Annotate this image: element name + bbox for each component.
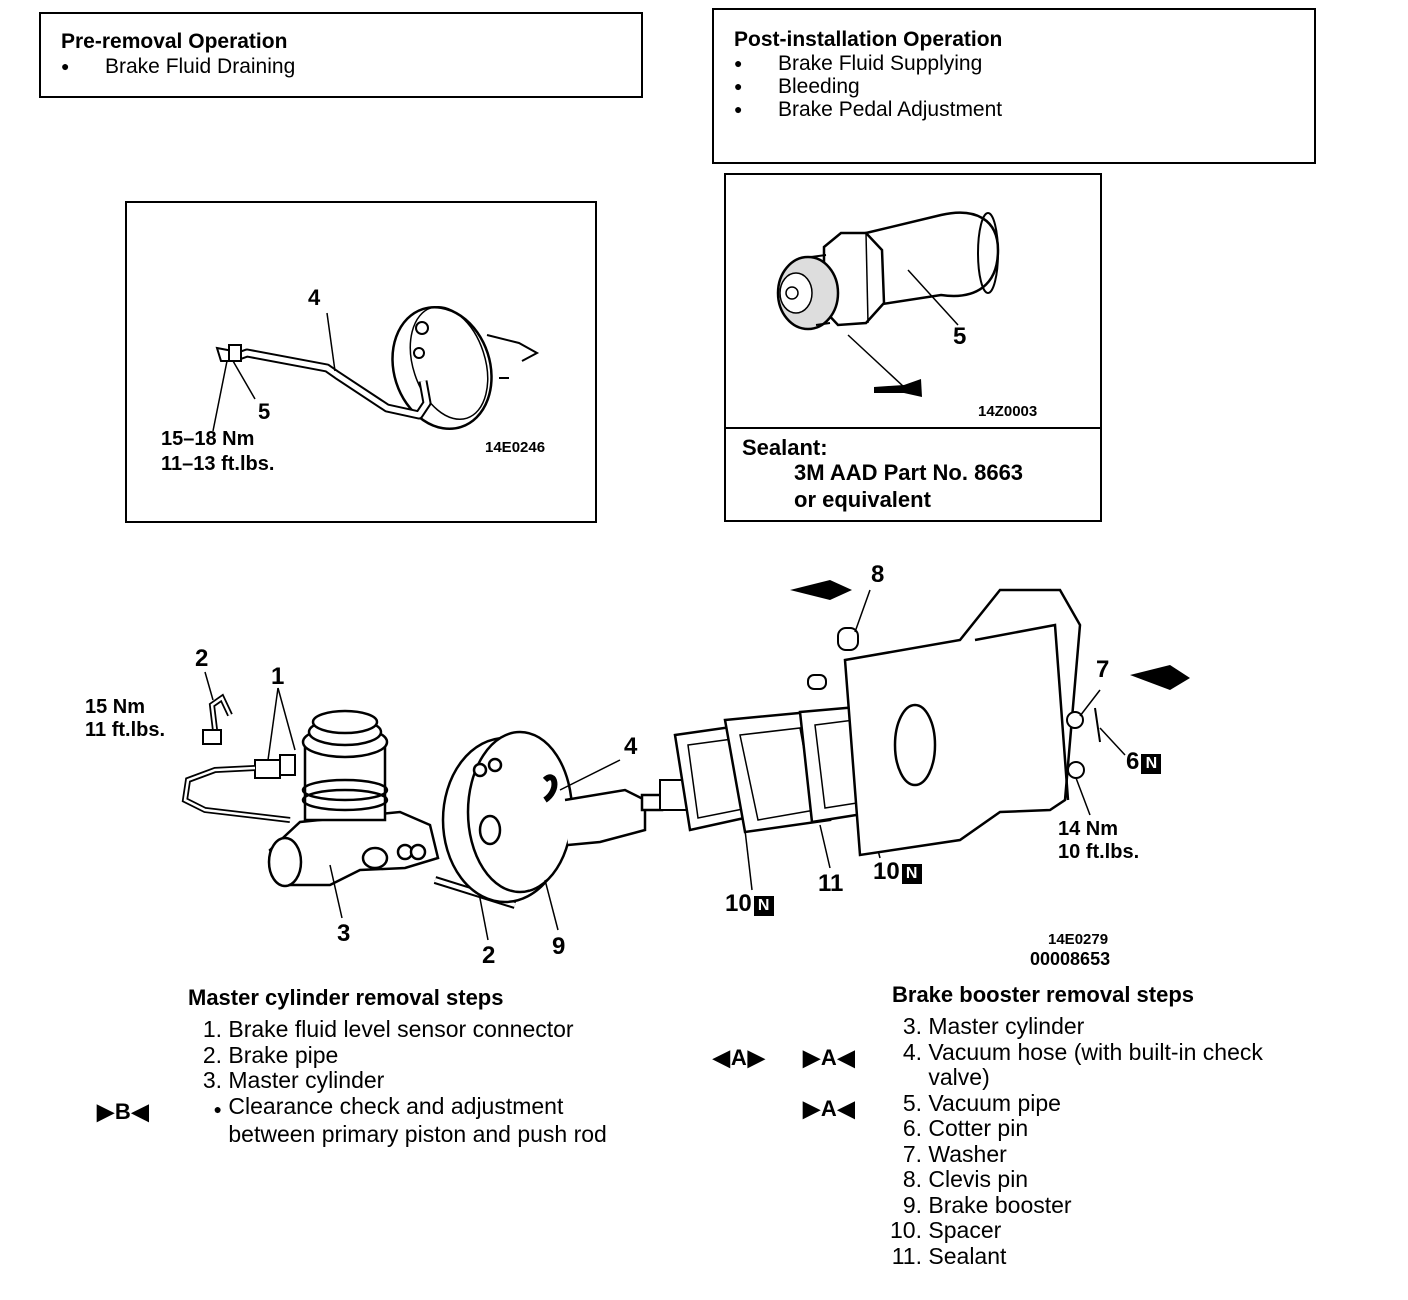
label-9: 9 <box>552 933 566 960</box>
step-row: 3. Master cylinder <box>202 1067 385 1093</box>
post-installation-item: Brake Pedal Adjustment <box>734 98 1002 121</box>
grease-icon <box>790 580 852 600</box>
install-mark-b: ▶B◀ <box>97 1099 150 1124</box>
step-row: 6. Cotter pin <box>902 1115 1029 1141</box>
figure-code-2: 00008653 <box>1030 949 1111 969</box>
new-part-mark: N <box>753 896 774 916</box>
part-label-4: 4 <box>308 285 321 310</box>
master-cylinder-steps: Master cylinder removal steps 1. Brake f… <box>188 985 607 1148</box>
torque-nm: 15–18 Nm <box>161 428 255 450</box>
part-label-5: 5 <box>258 399 271 424</box>
label-2: 2 <box>482 942 496 969</box>
label-3: 3 <box>337 920 351 947</box>
torque-right-ftlbs: 10 ft.lbs. <box>1058 841 1140 863</box>
pedal-bracket <box>843 588 1082 857</box>
step-row: 8. Clevis pin <box>902 1166 1029 1192</box>
step-row: 4. Vacuum hose (with built-in check <box>902 1038 1263 1065</box>
booster-steps-title: Brake booster removal steps <box>892 982 1195 1007</box>
part-label-5: 5 <box>953 323 967 350</box>
sealant-line1: 3M AAD Part No. 8663 <box>794 460 1024 485</box>
torque-right-nm: 14 Nm <box>1058 818 1119 840</box>
figure-code: 14Z0003 <box>978 403 1038 420</box>
pre-removal-item: Brake Fluid Draining <box>61 55 295 78</box>
step-row: valve) <box>928 1064 990 1090</box>
step-row: 3. Master cylinder <box>902 1013 1085 1039</box>
torque-left-nm: 15 Nm <box>85 696 146 718</box>
step-row: 1. Brake fluid level sensor connector <box>202 1016 574 1042</box>
grease-icon <box>1130 665 1190 690</box>
post-installation-title: Post-installation Operation <box>734 28 1003 51</box>
booster-outline <box>391 305 493 431</box>
brake-booster <box>441 730 664 904</box>
figure-code: 14E0279 <box>1048 931 1109 948</box>
step-row: 2. Brake pipe <box>202 1041 339 1068</box>
label-2: 2 <box>195 645 209 672</box>
install-mark-a: ▶A◀ <box>803 1096 856 1121</box>
step-row: 10. Spacer <box>890 1217 1002 1243</box>
removal-mark-a: ◀A▶ <box>713 1045 766 1070</box>
vacuum-pipe-illustration <box>212 305 540 432</box>
step-row: 5. Vacuum pipe <box>902 1089 1061 1116</box>
brake-booster-steps: Brake booster removal steps 3. Master cy… <box>888 982 1263 1269</box>
pre-removal-list: Brake Fluid Draining <box>61 55 295 78</box>
sealant-title: Sealant: <box>742 435 828 460</box>
step-row: between primary piston and push rod <box>228 1121 607 1147</box>
sealant-line2: or equivalent <box>794 487 931 512</box>
post-installation-item: Bleeding <box>734 75 1002 98</box>
sealant-tube-icon <box>874 379 922 397</box>
pre-removal-box: Pre-removal Operation Brake Fluid Draini… <box>39 12 643 98</box>
master-steps-title: Master cylinder removal steps <box>188 985 504 1010</box>
label-1: 1 <box>271 663 285 690</box>
figure-code: 14E0246 <box>485 439 546 456</box>
sealant-divider <box>726 427 1100 429</box>
post-installation-box: Post-installation Operation Brake Fluid … <box>712 8 1316 164</box>
new-part-mark: N <box>901 864 922 884</box>
exploded-view-diagram <box>181 580 1190 941</box>
torque-ftlbs: 11–13 ft.lbs. <box>161 453 275 475</box>
inset-left-box: 4 5 15–18 Nm 11–13 ft.lbs. 14E0246 <box>125 201 597 523</box>
label-11: 11 <box>818 870 844 897</box>
step-row: 9. Brake booster <box>902 1191 1072 1218</box>
label-8: 8 <box>871 561 885 588</box>
label-7: 7 <box>1096 656 1110 683</box>
post-installation-list: Brake Fluid Supplying Bleeding Brake Ped… <box>734 52 1002 121</box>
step-row: 7. Washer <box>902 1140 1007 1167</box>
check-valve-illustration <box>776 211 1000 397</box>
inset-right-box: 5 14Z0003 Sealant: 3M AAD Part No. 8663 … <box>724 173 1102 522</box>
label-4: 4 <box>624 733 638 760</box>
torque-left-ftlbs: 11 ft.lbs. <box>85 719 166 741</box>
pre-removal-title: Pre-removal Operation <box>61 30 288 53</box>
new-part-mark: N <box>1141 754 1162 774</box>
master-cylinder <box>267 709 440 888</box>
step-row: 11. Sealant <box>891 1242 1007 1269</box>
install-mark-a: ▶A◀ <box>803 1045 856 1070</box>
step-row: ● Clearance check and adjustment <box>213 1092 564 1119</box>
post-installation-item: Brake Fluid Supplying <box>734 52 1002 75</box>
